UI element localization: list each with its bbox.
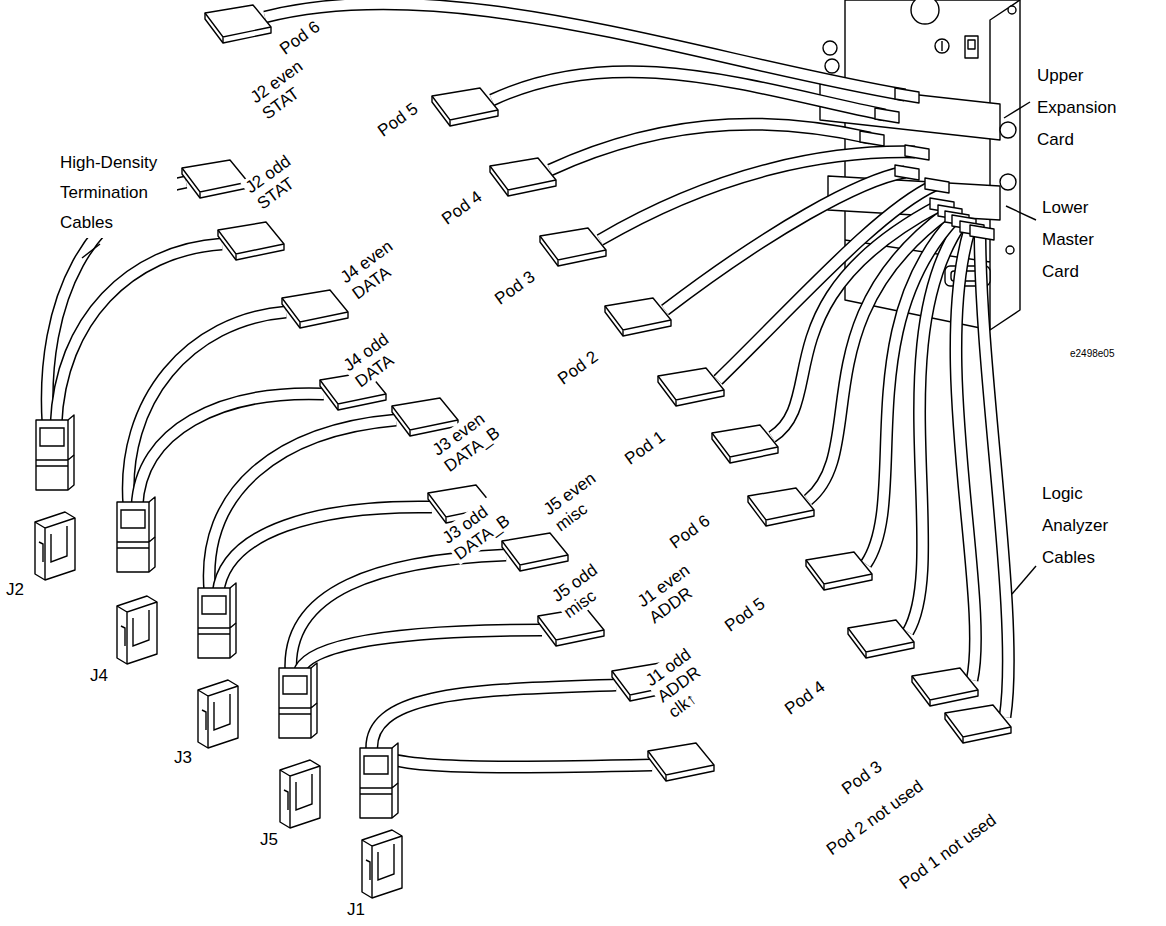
callout-label: J1	[345, 900, 367, 920]
callout-label: J4	[88, 666, 110, 686]
cable-plugs	[36, 415, 398, 818]
callout-label: Pod 3	[837, 756, 888, 800]
ribbon-cables	[47, 4, 1008, 767]
pod-connectors	[205, 5, 1011, 743]
callout-label: Pod 5	[720, 593, 771, 637]
callout-label: Pod 2 not used	[821, 775, 928, 860]
callout-label: Pod 3	[490, 266, 541, 310]
callout-label: Pod 5	[373, 98, 424, 142]
callout-label: Pod 1	[620, 426, 671, 470]
leader-lines	[82, 102, 1036, 594]
callout-label: e2498e05	[1068, 348, 1117, 360]
callout-label: Lower Master Card	[1040, 192, 1116, 288]
callout-label: J3 odd DATA_B	[437, 491, 518, 565]
callout-label: High-Density Termination Cables	[58, 148, 177, 238]
callout-label: J5	[258, 830, 280, 850]
callout-label: Pod 4	[437, 186, 488, 230]
callout-label: Pod 2	[553, 346, 604, 390]
callout-label: J3 even DATA_B	[427, 403, 508, 477]
callout-label: J1 odd ADDR clk↑	[640, 641, 723, 724]
callout-label: Upper Expansion Card	[1035, 60, 1134, 156]
callout-label: Pod 6	[665, 510, 716, 554]
board-sockets	[35, 512, 402, 898]
callout-label: Logic Analyzer Cables	[1040, 478, 1126, 574]
callout-label: J2 even STAT	[245, 52, 325, 125]
termination-paddles	[182, 160, 714, 781]
callout-label: Pod 1 not used	[894, 809, 1001, 894]
callout-label: J4 odd DATA	[338, 320, 418, 393]
callout-label: J1 even ADDR	[632, 556, 712, 629]
callout-label: Pod 4	[780, 676, 831, 720]
callout-label: J2 odd STAT	[240, 142, 320, 215]
callout-label: J3	[172, 748, 194, 768]
card-connectors	[860, 88, 994, 240]
callout-label: J2	[4, 580, 26, 600]
callout-label: J4 even DATA	[335, 232, 415, 305]
callout-label: J5 odd misc	[547, 553, 623, 623]
callout-label: J5 even misc	[538, 464, 618, 537]
